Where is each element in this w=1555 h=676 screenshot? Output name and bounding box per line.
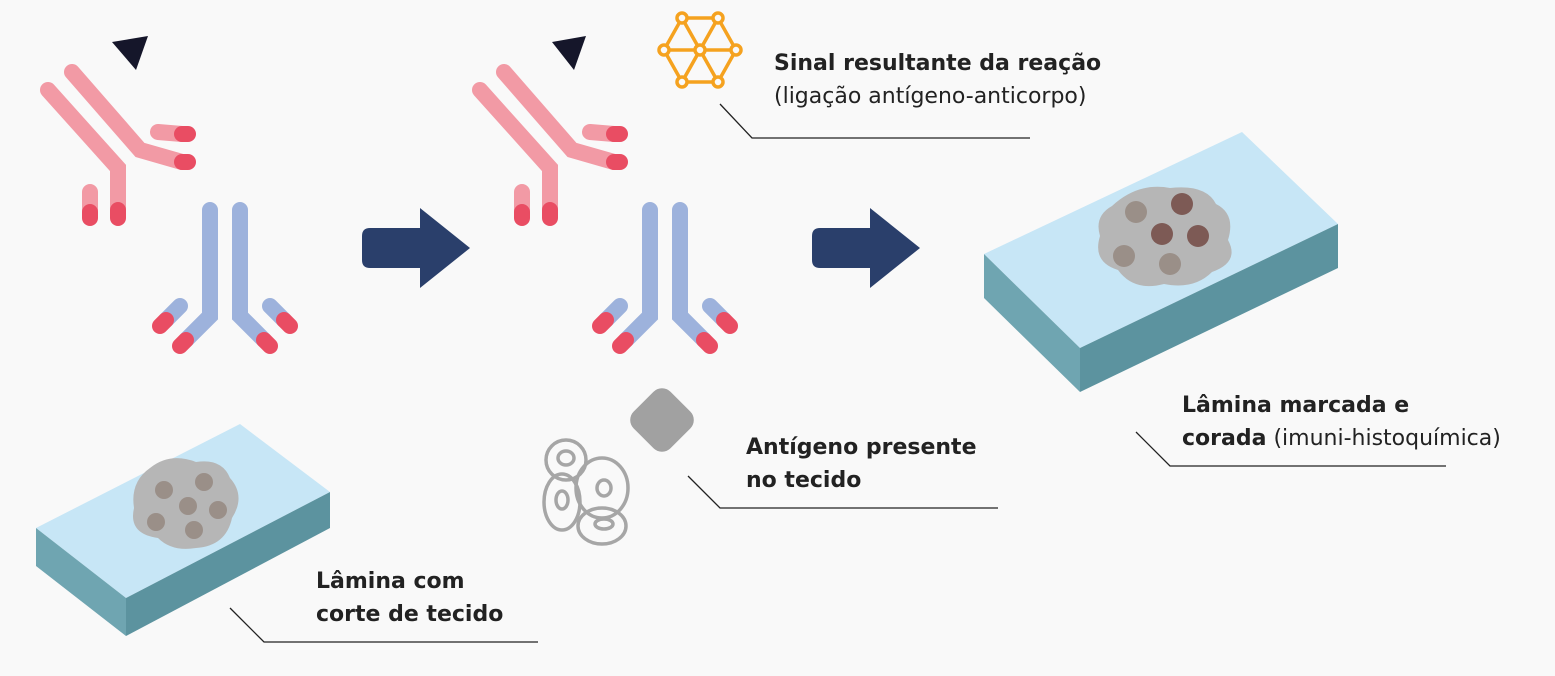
slide-stained-line2-bold: corada — [1182, 426, 1267, 451]
leader-line-antigen — [687, 475, 998, 509]
slide-cut-line2: corte de tecido — [316, 602, 504, 627]
signal-subtitle: (ligação antígeno-anticorpo) — [774, 84, 1087, 109]
slide-stained-label: Lâmina marcada e corada (imuni-histoquím… — [1182, 389, 1501, 455]
arrow-right-icon — [812, 208, 920, 288]
leader-line-slide — [229, 607, 538, 643]
secondary-antibody-icon — [160, 210, 290, 346]
primary-antibody-icon — [48, 72, 188, 218]
signal-network-icon — [657, 11, 743, 89]
arrow-right-icon — [362, 208, 470, 288]
slide-icon — [36, 424, 330, 636]
leader-line-stained — [1135, 431, 1446, 467]
cells-icon — [542, 438, 630, 546]
primary-antibody-icon — [480, 72, 620, 218]
triangle-marker-icon — [112, 36, 148, 70]
secondary-antibody-icon — [600, 210, 730, 346]
slide-icon — [984, 132, 1338, 392]
slide-cut-line1: Lâmina com — [316, 569, 465, 594]
triangle-marker-icon — [552, 36, 586, 70]
antigen-label: Antígeno presente no tecido — [746, 431, 976, 497]
antigen-line1: Antígeno presente — [746, 435, 977, 460]
slide-cut-label: Lâmina com corte de tecido — [316, 565, 503, 631]
antigen-line2: no tecido — [746, 468, 862, 493]
signal-title: Sinal resultante da reação — [774, 51, 1102, 76]
signal-label: Sinal resultante da reação (ligação antí… — [774, 47, 1101, 113]
leader-line-signal — [719, 103, 1030, 139]
slide-stained-line1: Lâmina marcada e — [1182, 393, 1410, 418]
slide-stained-line2-rest: (imuni-histoquímica) — [1266, 426, 1501, 451]
antigen-icon — [630, 388, 694, 452]
